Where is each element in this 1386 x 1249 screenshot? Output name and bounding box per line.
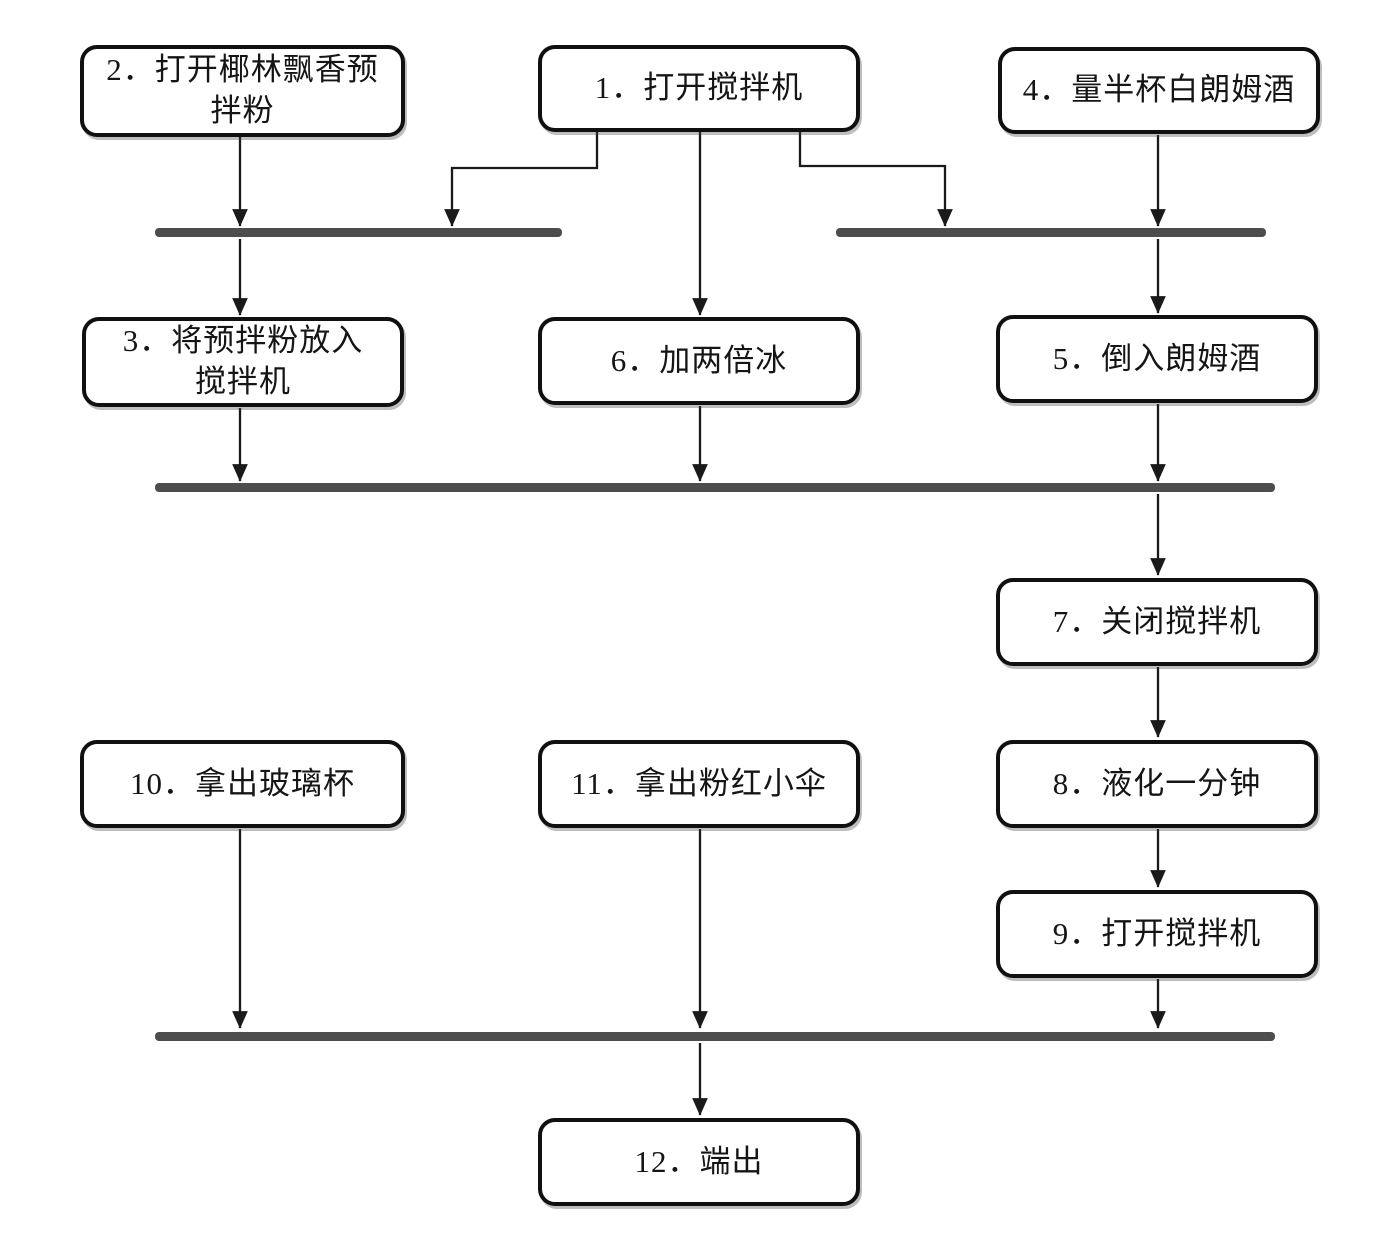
node-step-5: 5．倒入朗姆酒 (996, 315, 1318, 403)
node-step-7-label: 7．关闭搅拌机 (1052, 603, 1262, 639)
node-step-7: 7．关闭搅拌机 (996, 578, 1318, 666)
sync-bar-fork-right (836, 228, 1266, 237)
node-step-3-label: 3．将预拌粉放入 (122, 323, 364, 359)
node-step-10: 10．拿出玻璃杯 (80, 740, 405, 828)
node-step-9: 9．打开搅拌机 (996, 890, 1318, 978)
node-step-2-label-2: 拌粉 (210, 93, 275, 128)
sync-bar-join-bottom (155, 1032, 1275, 1041)
node-step-12: 12．端出 (538, 1118, 860, 1206)
node-step-1-label: 1．打开搅拌机 (594, 70, 804, 106)
node-step-9-label: 9．打开搅拌机 (1052, 915, 1262, 951)
node-step-4-label: 4．量半杯白朗姆酒 (1022, 72, 1296, 108)
sync-bar-join-middle (155, 483, 1275, 492)
edge-step1-to-fork-left (444, 132, 599, 227)
node-step-11-label: 11．拿出粉红小伞 (571, 765, 827, 801)
node-step-2: 2．打开椰林飘香预 拌粉 (80, 45, 405, 137)
node-step-10-label: 10．拿出玻璃杯 (130, 765, 355, 801)
node-step-3: 3．将预拌粉放入 搅拌机 (82, 317, 404, 407)
node-step-1: 1．打开搅拌机 (538, 45, 860, 132)
node-step-12-label: 12．端出 (634, 1143, 764, 1179)
node-step-4: 4．量半杯白朗姆酒 (998, 47, 1320, 134)
node-step-8-label: 8．液化一分钟 (1052, 765, 1262, 801)
sync-bar-fork-left (155, 228, 562, 237)
node-step-2-label: 2．打开椰林飘香预 (106, 52, 379, 88)
node-step-3-label-2: 搅拌机 (195, 364, 291, 399)
node-step-6: 6．加两倍冰 (538, 317, 860, 405)
node-step-11: 11．拿出粉红小伞 (538, 740, 860, 828)
node-step-5-label: 5．倒入朗姆酒 (1052, 340, 1262, 376)
edge-step1-to-fork-right (798, 132, 953, 227)
node-step-8: 8．液化一分钟 (996, 740, 1318, 828)
node-step-6-label: 6．加两倍冰 (610, 342, 788, 378)
